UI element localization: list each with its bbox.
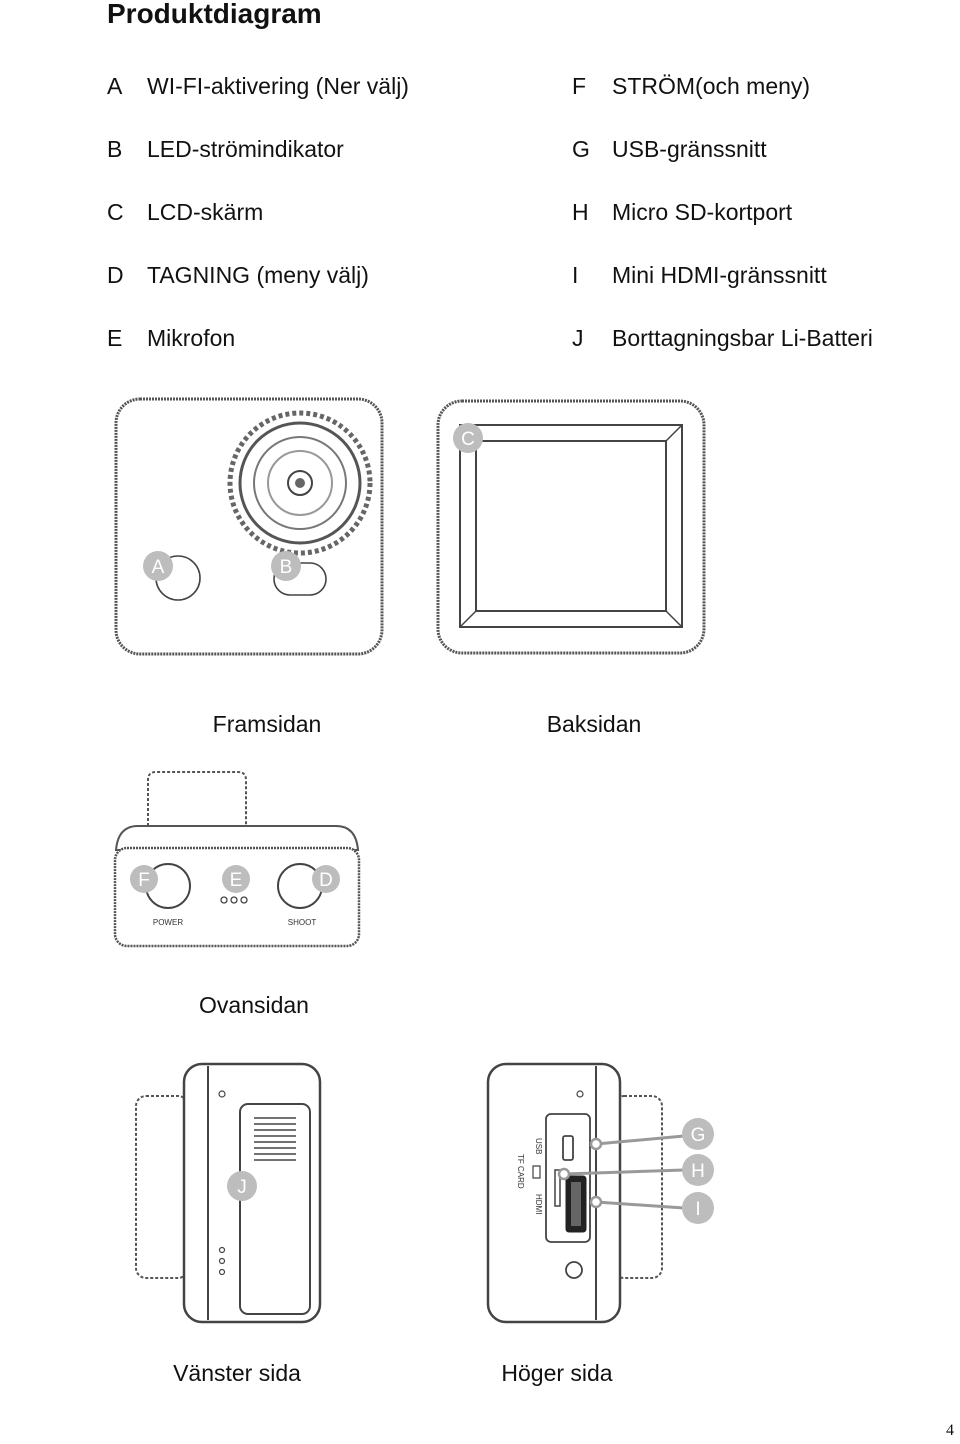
left-side-view-drawing: J [135,1062,322,1324]
legend-item-i: I Mini HDMI-gränssnitt [572,262,827,289]
lens-barrel-icon [147,771,247,826]
legend-code: E [107,325,123,351]
legend-code: A [107,73,123,99]
caption-back: Baksidan [546,711,642,737]
legend-item-h: H Micro SD-kortport [572,199,792,226]
marker-f-icon: F [130,865,158,893]
marker-a-label: A [152,557,165,578]
legend-text: Mini HDMI-gränssnitt [612,262,827,288]
legend-code: H [572,199,589,225]
legend-code: G [572,136,590,162]
marker-b-icon: B [271,551,301,581]
usb-port-icon [562,1135,574,1161]
marker-f-label: F [138,870,150,891]
legend-text: Borttagningsbar Li-Batteri [612,325,873,351]
marker-i-label: I [695,1199,700,1220]
legend-code: C [107,199,124,225]
marker-c-icon: C [453,423,483,453]
marker-g-icon: G [682,1118,714,1150]
marker-d-label: D [319,870,333,891]
marker-j-icon: J [227,1171,257,1201]
legend-item-e: E Mikrofon [107,325,235,352]
legend-code: D [107,262,124,288]
marker-g-label: G [691,1125,706,1146]
shoot-label: SHOOT [288,918,317,927]
legend-item-j: J Borttagningsbar Li-Batteri [572,325,873,352]
marker-e-icon: E [222,865,250,893]
legend-text: LCD-skärm [147,199,264,225]
marker-b-label: B [280,557,293,578]
legend-text: WI-FI-aktivering (Ner välj) [147,73,409,99]
marker-d-icon: D [312,865,340,893]
marker-c-label: C [461,429,475,450]
caption-top: Ovansidan [199,992,309,1018]
marker-h-icon: H [682,1154,714,1186]
power-label: POWER [153,918,183,927]
legend-text: LED-strömindikator [147,136,344,162]
callout-lines [563,1134,685,1210]
legend-code: B [107,136,123,162]
indicator-dots-icon [218,1246,226,1276]
legend-item-f: F STRÖM(och meny) [572,73,810,100]
legend-code: J [572,325,584,351]
legend-item-d: D TAGNING (meny välj) [107,262,369,289]
hdmi-label: HDMI [534,1194,543,1214]
mic-hole-icon [565,1261,583,1279]
page-title: Produktdiagram [107,0,322,29]
legend-item-c: C LCD-skärm [107,199,263,226]
legend-text: Micro SD-kortport [612,199,793,225]
right-side-view-drawing: USB TF CARD HDMI G H I [486,1062,714,1324]
tf-card-label: TF CARD [516,1154,525,1189]
marker-e-label: E [230,870,243,891]
caption-right-side: Höger sida [501,1360,613,1386]
battery-cover-icon [239,1103,311,1315]
legend-code: I [572,262,579,288]
front-view-drawing: A B [114,397,384,656]
screw-icon [218,1090,226,1098]
lens-barrel-icon [135,1095,189,1279]
caption-front: Framsidan [212,711,322,737]
lcd-screen-icon [459,424,683,628]
hdmi-port-icon [565,1175,587,1233]
legend-item-a: A WI-FI-aktivering (Ner välj) [107,73,409,100]
usb-label: USB [534,1138,543,1154]
legend-text: Mikrofon [147,325,236,351]
lens-icon [227,410,373,556]
top-view-drawing: POWER SHOOT F E D [113,771,361,948]
back-view-drawing: C [436,399,706,655]
caption-left-side: Vänster sida [173,1360,301,1386]
legend-code: F [572,73,587,99]
microphone-icon [220,896,248,904]
marker-a-icon: A [143,551,173,581]
legend-item-b: B LED-strömindikator [107,136,344,163]
marker-j-label: J [237,1177,247,1198]
sd-card-slot-icon [554,1169,561,1207]
sd-card-icon [532,1165,541,1179]
screw-icon [576,1090,584,1098]
page-number: 4 [946,1422,954,1439]
legend-text: STRÖM(och meny) [612,73,811,99]
marker-h-label: H [691,1161,705,1182]
legend-text: TAGNING (meny välj) [147,262,369,288]
legend-item-g: G USB-gränssnitt [572,136,767,163]
legend-text: USB-gränssnitt [612,136,767,162]
marker-i-icon: I [682,1192,714,1224]
